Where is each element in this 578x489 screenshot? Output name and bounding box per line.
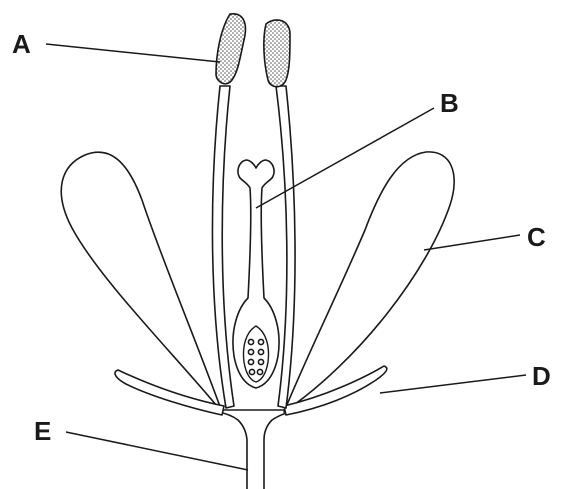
label-b: B	[440, 88, 459, 118]
right-petal	[284, 152, 454, 412]
left-anther	[216, 14, 245, 84]
flower-stalk	[206, 410, 300, 489]
leader-line-a	[46, 44, 220, 62]
right-anther	[264, 20, 290, 87]
leader-line-c	[424, 235, 520, 250]
leader-line-e	[66, 432, 248, 470]
label-c: C	[527, 222, 546, 252]
right-filament	[276, 86, 295, 408]
left-petal	[61, 152, 222, 412]
label-e: E	[34, 416, 51, 446]
label-d: D	[532, 361, 551, 391]
leader-line-d	[380, 375, 526, 393]
label-a: A	[12, 29, 31, 59]
left-filament	[212, 86, 234, 408]
carpel	[233, 160, 279, 388]
